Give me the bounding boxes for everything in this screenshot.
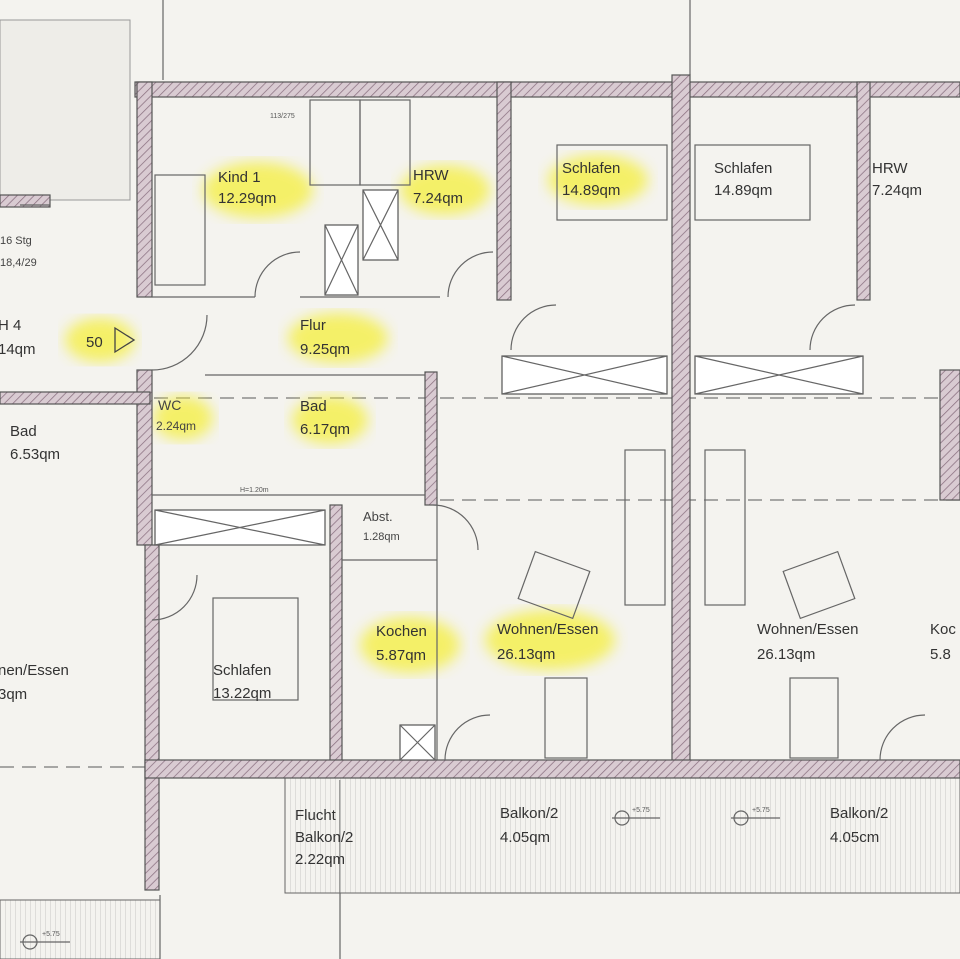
room-area: 2.24qm — [156, 419, 196, 433]
room-area: 7.24qm — [872, 182, 922, 199]
room-name: Schlafen — [562, 160, 620, 177]
room-name: Balkon/2 — [830, 805, 888, 822]
room-abst: Abst. 1.28qm — [363, 509, 400, 543]
marker-number: 50 — [86, 334, 103, 351]
room-area: 4.05cm — [830, 829, 879, 846]
room-area: 26.13qm — [757, 646, 815, 663]
room-area: 3qm — [0, 686, 27, 703]
room-area: 5.87qm — [376, 647, 426, 664]
room-name: Bad — [300, 398, 327, 415]
room-name: Bad — [10, 423, 37, 440]
room-h4: H 4 14qm — [0, 317, 36, 358]
room-area: 5.8 — [930, 646, 951, 663]
room-name: Schlafen — [714, 160, 772, 177]
room-area: 6.17qm — [300, 421, 350, 438]
room-kochen-right: Koc 5.8 — [930, 621, 956, 663]
stair-ratio: 18,4/29 — [0, 257, 37, 269]
room-wohnen-left: nen/Essen 3qm — [0, 662, 69, 703]
interior-lines — [20, 99, 926, 761]
room-bad-left: Bad 6.53qm — [10, 423, 60, 463]
marker-highlights — [65, 155, 648, 673]
triangle-icon — [114, 326, 136, 354]
room-area: 6.53qm — [10, 446, 60, 463]
room-name: H 4 — [0, 317, 21, 334]
room-area: 2.22qm — [295, 851, 345, 868]
level-value: +5.75 — [632, 807, 650, 814]
room-area: 13.22qm — [213, 685, 271, 702]
room-name: Wohnen/Essen — [497, 621, 598, 638]
room-name: HRW — [872, 160, 908, 177]
room-wc: WC 2.24qm — [156, 397, 196, 433]
walls — [0, 74, 960, 891]
room-flucht-balkon: Flucht Balkon/2 2.22qm — [295, 807, 353, 868]
level-marker: +5.75 — [731, 807, 780, 826]
room-name: Kochen — [376, 623, 427, 640]
room-kochen: Kochen 5.87qm — [376, 623, 427, 664]
room-name-2: Balkon/2 — [295, 829, 353, 846]
room-area: 1.28qm — [363, 531, 400, 543]
room-area: 9.25qm — [300, 341, 350, 358]
room-name: Kind 1 — [218, 169, 261, 186]
room-balkon-b: Balkon/2 4.05cm — [830, 805, 888, 846]
room-name: Schlafen — [213, 662, 271, 679]
marker-50: 50 — [86, 326, 136, 354]
room-area: 14.89qm — [714, 182, 772, 199]
level-marker: +5.75 — [20, 931, 70, 950]
roof-area — [0, 19, 131, 201]
room-schlafen-b: Schlafen 14.89qm — [714, 160, 772, 199]
ceiling-height-mark: 113/275 — [270, 113, 295, 120]
room-schlafen-c: Schlafen 13.22qm — [213, 662, 271, 702]
room-flur: Flur 9.25qm — [300, 317, 350, 358]
level-marker: +5.75 — [612, 807, 660, 826]
balcony-area — [284, 777, 960, 894]
room-area: 4.05qm — [500, 829, 550, 846]
room-name: WC — [158, 397, 181, 413]
room-name: nen/Essen — [0, 662, 69, 679]
room-wohnen-a: Wohnen/Essen 26.13qm — [497, 621, 598, 663]
sill-height-mark: H=1.20m — [240, 487, 269, 494]
room-hrw-right: HRW 7.24qm — [872, 160, 922, 199]
room-name: Wohnen/Essen — [757, 621, 858, 638]
room-name: Flucht — [295, 807, 337, 824]
level-value: +5.75 — [42, 931, 60, 938]
stair: 16 Stg 18,4/29 — [0, 235, 37, 269]
level-value: +5.75 — [752, 807, 770, 814]
room-wohnen-b: Wohnen/Essen 26.13qm — [757, 621, 858, 663]
stair-steps: 16 Stg — [0, 235, 32, 247]
room-bad-mid: Bad 6.17qm — [300, 398, 350, 438]
room-name: Flur — [300, 317, 326, 334]
room-name: Abst. — [363, 509, 393, 524]
room-kind1: Kind 1 12.29qm — [218, 169, 276, 207]
room-name: Koc — [930, 621, 956, 638]
terrace-area — [0, 899, 161, 959]
room-area: 7.24qm — [413, 190, 463, 207]
room-area: 14qm — [0, 341, 36, 358]
room-schlafen-a: Schlafen 14.89qm — [562, 160, 620, 199]
room-area: 26.13qm — [497, 646, 555, 663]
x-boxes — [154, 189, 864, 761]
room-area: 14.89qm — [562, 182, 620, 199]
room-balkon-a: Balkon/2 4.05qm — [500, 805, 558, 846]
room-name: HRW — [413, 167, 449, 184]
room-area: 12.29qm — [218, 190, 276, 207]
room-hrw-left: HRW 7.24qm — [413, 167, 463, 207]
room-name: Balkon/2 — [500, 805, 558, 822]
